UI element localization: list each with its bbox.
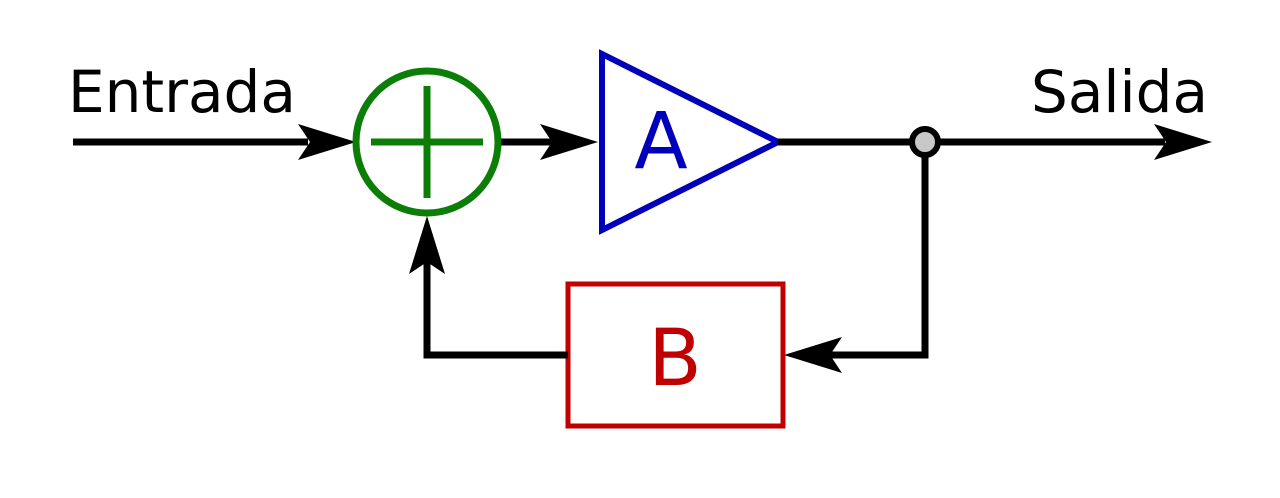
output-arrowhead-icon [1154, 124, 1212, 160]
output-label: Salida [1031, 58, 1208, 126]
input-label: Entrada [68, 58, 296, 126]
summer-feedback-arrowhead-icon [409, 216, 445, 274]
feedback-block-arrowhead-icon [784, 337, 842, 373]
summing-junction-circle-plus-icon [352, 67, 502, 217]
amplifier-label: A [634, 97, 687, 187]
feedback-label: B [648, 314, 702, 404]
junction-dot-icon [909, 126, 941, 158]
feedback-to-summer-wire [423, 262, 568, 359]
amplifier-triangle-icon [599, 49, 785, 235]
input-arrowhead-icon [298, 124, 356, 160]
feedback-return-wire [830, 142, 929, 359]
amplifier-input-arrowhead-icon [540, 124, 598, 160]
